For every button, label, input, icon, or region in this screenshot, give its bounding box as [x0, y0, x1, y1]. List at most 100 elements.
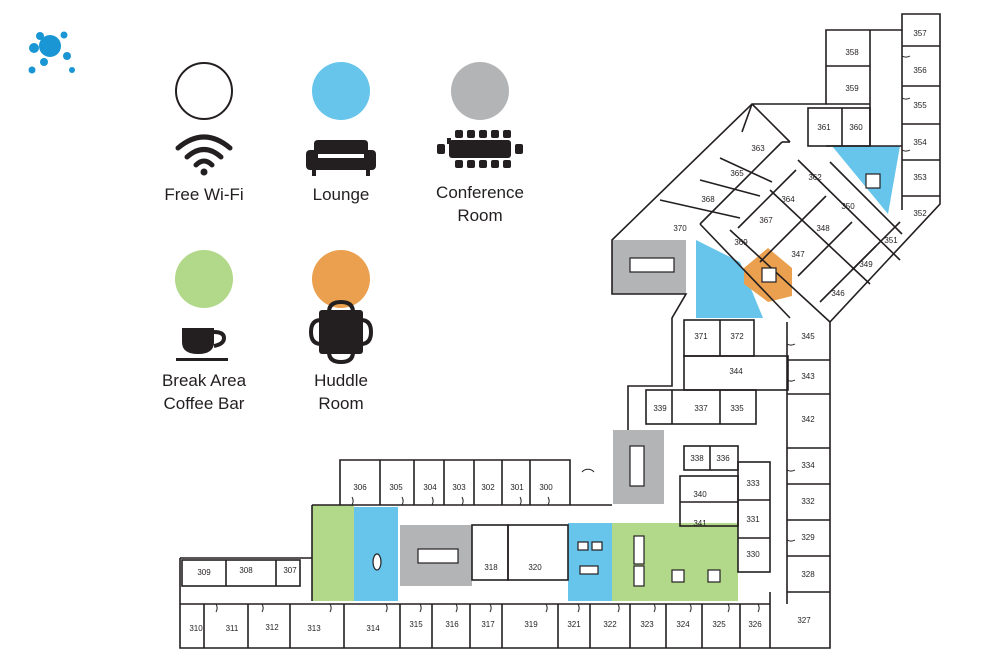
- room-315: 315: [409, 620, 423, 629]
- room-312: 312: [265, 623, 279, 632]
- break-table-1: [633, 535, 645, 565]
- room-328: 328: [801, 570, 815, 579]
- conference-table-south: [417, 548, 459, 564]
- room-362: 362: [808, 173, 822, 182]
- room-313: 313: [307, 624, 321, 633]
- room-343: 343: [801, 372, 815, 381]
- legend-break-label-line1: Break Area: [161, 371, 247, 390]
- huddle-table-icon: [309, 300, 373, 364]
- room-339: 339: [653, 404, 667, 413]
- room-309: 309: [197, 568, 211, 577]
- room-324: 324: [676, 620, 690, 629]
- legend-lounge-swatch: [312, 62, 370, 120]
- room-308: 308: [239, 566, 253, 575]
- room-340: 340: [693, 490, 707, 499]
- room-labels: 300 301 302 303 304 305 306 307 308 309 …: [189, 29, 927, 633]
- legend-conference-swatch: [451, 62, 509, 120]
- coffee-cup-icon: [176, 328, 228, 361]
- room-367: 367: [759, 216, 773, 225]
- room-306: 306: [353, 483, 367, 492]
- room-317: 317: [481, 620, 495, 629]
- legend-conference-label-line1: Conference: [436, 183, 524, 202]
- walls: [179, 13, 941, 649]
- room-304: 304: [423, 483, 437, 492]
- break-area-south: [612, 523, 738, 601]
- break-area-west: [312, 505, 354, 601]
- legend-break-swatch: [175, 250, 233, 308]
- room-342: 342: [801, 415, 815, 424]
- legend-huddle-swatch: [312, 250, 370, 308]
- room-307: 307: [283, 566, 297, 575]
- legend-break-area: Break Area Coffee Bar: [134, 250, 274, 420]
- room-301: 301: [510, 483, 524, 492]
- room-314: 314: [366, 624, 380, 633]
- room-364: 364: [781, 195, 795, 204]
- room-347: 347: [791, 250, 805, 259]
- room-356: 356: [913, 66, 927, 75]
- room-334: 334: [801, 461, 815, 470]
- room-338: 338: [690, 454, 704, 463]
- room-369: 369: [734, 238, 748, 247]
- room-330: 330: [746, 550, 760, 559]
- room-345: 345: [801, 332, 815, 341]
- huddle-table-ne: [865, 173, 881, 189]
- legend-wifi-swatch: [175, 62, 233, 120]
- room-322: 322: [603, 620, 617, 629]
- room-332: 332: [801, 497, 815, 506]
- lounge-seat-3: [579, 565, 599, 575]
- room-325: 325: [712, 620, 726, 629]
- legend-lounge-label: Lounge: [312, 185, 370, 204]
- room-316: 316: [445, 620, 459, 629]
- break-huddle-2: [707, 569, 721, 583]
- room-354: 354: [913, 138, 927, 147]
- room-361: 361: [817, 123, 831, 132]
- room-370: 370: [673, 224, 687, 233]
- room-365: 365: [730, 169, 744, 178]
- room-372: 372: [730, 332, 744, 341]
- room-303: 303: [452, 483, 466, 492]
- room-335: 335: [730, 404, 744, 413]
- room-326: 326: [748, 620, 762, 629]
- room-363: 363: [751, 144, 765, 153]
- room-337: 337: [694, 404, 708, 413]
- room-320: 320: [528, 563, 542, 572]
- lounge-table: [372, 553, 382, 571]
- room-371: 371: [694, 332, 708, 341]
- room-323: 323: [640, 620, 654, 629]
- conference-table-icon: [437, 130, 523, 168]
- lounge-north: [696, 240, 763, 318]
- room-344: 344: [729, 367, 743, 376]
- room-318: 318: [484, 563, 498, 572]
- legend-huddle-label-line1: Huddle: [314, 371, 368, 390]
- lounge-seat-1: [577, 541, 589, 551]
- room-346: 346: [831, 289, 845, 298]
- legend-conference-label-line2: Room: [457, 206, 503, 225]
- legend-lounge: Lounge: [271, 62, 411, 212]
- room-329: 329: [801, 533, 815, 542]
- doors: [215, 55, 911, 613]
- room-305: 305: [389, 483, 403, 492]
- room-341: 341: [693, 519, 707, 528]
- room-311: 311: [226, 624, 239, 633]
- legend-wifi-label: Free Wi-Fi: [164, 185, 244, 204]
- room-348: 348: [816, 224, 830, 233]
- wifi-icon: [175, 134, 233, 176]
- room-351: 351: [884, 236, 898, 245]
- room-310: 310: [189, 624, 203, 633]
- company-logo: [28, 31, 75, 74]
- conference-table-center: [629, 445, 645, 487]
- sofa-icon: [306, 140, 376, 176]
- room-350: 350: [841, 202, 855, 211]
- room-321: 321: [567, 620, 581, 629]
- break-table-2: [633, 565, 645, 587]
- room-349: 349: [859, 260, 873, 269]
- room-319: 319: [524, 620, 538, 629]
- room-358: 358: [845, 48, 859, 57]
- lounge-seat-2: [591, 541, 603, 551]
- lounge-south: [568, 523, 612, 601]
- conference-table-north: [629, 257, 675, 273]
- legend-conference: Conference Room: [410, 62, 550, 232]
- room-359: 359: [845, 84, 859, 93]
- legend-huddle: Huddle Room: [271, 250, 411, 420]
